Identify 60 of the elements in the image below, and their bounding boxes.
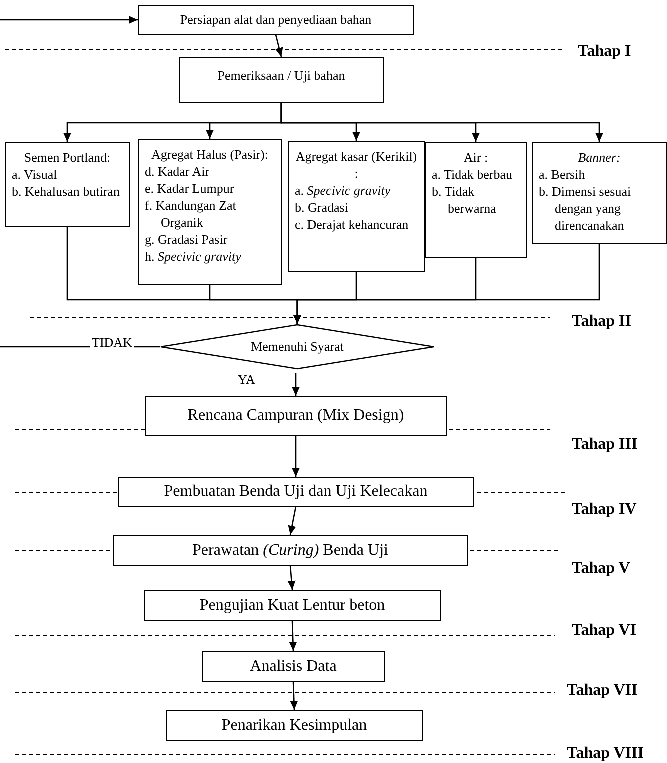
list-item: b. Tidak berwarna <box>432 183 498 217</box>
list-item: h. Specivic gravity <box>145 248 242 265</box>
process-box <box>179 57 384 103</box>
box-heading: Banner: <box>577 149 622 166</box>
box-text: Rencana Campuran (Mix Design) <box>188 406 404 426</box>
process-box <box>118 477 474 507</box>
process-box <box>145 396 447 436</box>
stage-label: Tahap II <box>572 312 632 332</box>
list-item: a. Tidak berbau <box>432 166 514 183</box>
list-item: e. Kadar Lumpur <box>145 180 236 197</box>
box-text: Persiapan alat dan penyediaan bahan <box>180 11 372 30</box>
decision-text: Memenuhi Syarat <box>251 338 344 356</box>
edge-label: TIDAK <box>90 335 134 350</box>
stage-label: Tahap III <box>572 435 638 455</box>
box-text: Pemeriksaan / Uji bahan <box>216 67 346 85</box>
list-item: d. Kadar Air <box>145 163 211 180</box>
stage-label: Tahap VII <box>567 681 638 701</box>
list-item: g. Gradasi Pasir <box>145 231 229 248</box>
box-text: Penarikan Kesimpulan <box>222 716 368 736</box>
box-text: Pengujian Kuat Lentur beton <box>200 596 386 616</box>
arrow <box>288 506 297 536</box>
process-box <box>144 590 441 621</box>
stage-label: Tahap I <box>578 42 632 62</box>
box-heading: Semen Portland: <box>23 149 112 166</box>
process-box <box>113 535 468 566</box>
arrow <box>292 436 300 477</box>
edge-label: YA <box>236 372 258 387</box>
process-box <box>202 651 385 682</box>
list-item: b. Dimensi sesuai dengan yang direncanakan <box>539 183 632 234</box>
box-text: Analisis Data <box>250 656 337 676</box>
arrow <box>0 16 138 24</box>
arrow <box>292 373 300 396</box>
process-box <box>166 710 423 741</box>
arrow <box>275 34 284 58</box>
stage-label: Tahap V <box>572 559 630 579</box>
arrow <box>294 244 600 324</box>
stage-label: Tahap IV <box>572 500 637 520</box>
box-text: Perawatan (Curing) Benda Uji <box>192 540 388 560</box>
list-item: a. Specivic gravity <box>295 182 392 199</box>
arrow <box>289 620 298 652</box>
box-heading: Air : <box>462 149 490 166</box>
list-item: a. Bersih <box>539 166 586 183</box>
process-box <box>138 5 414 35</box>
stage-label: Tahap VI <box>572 621 636 641</box>
list-item: c. Derajat kehancuran <box>295 216 410 233</box>
material-box <box>5 142 130 227</box>
stage-label: Tahap VIII <box>567 744 644 763</box>
list-item: b. Kehalusan butiran <box>12 183 121 200</box>
list-item: b. Gradasi <box>295 199 350 216</box>
box-heading: Agregat kasar (Kerikil) : <box>295 148 418 182</box>
material-box <box>532 142 667 244</box>
list-item: a. Visual <box>12 166 58 183</box>
box-text: Pembuatan Benda Uji dan Uji Kelecakan <box>164 482 428 502</box>
material-box <box>425 142 527 258</box>
material-box <box>138 139 282 285</box>
arrow <box>280 103 604 142</box>
arrow <box>290 682 298 710</box>
arrow <box>288 566 296 590</box>
box-heading: Agregat Halus (Pasir): <box>150 146 270 163</box>
material-box <box>288 141 425 272</box>
